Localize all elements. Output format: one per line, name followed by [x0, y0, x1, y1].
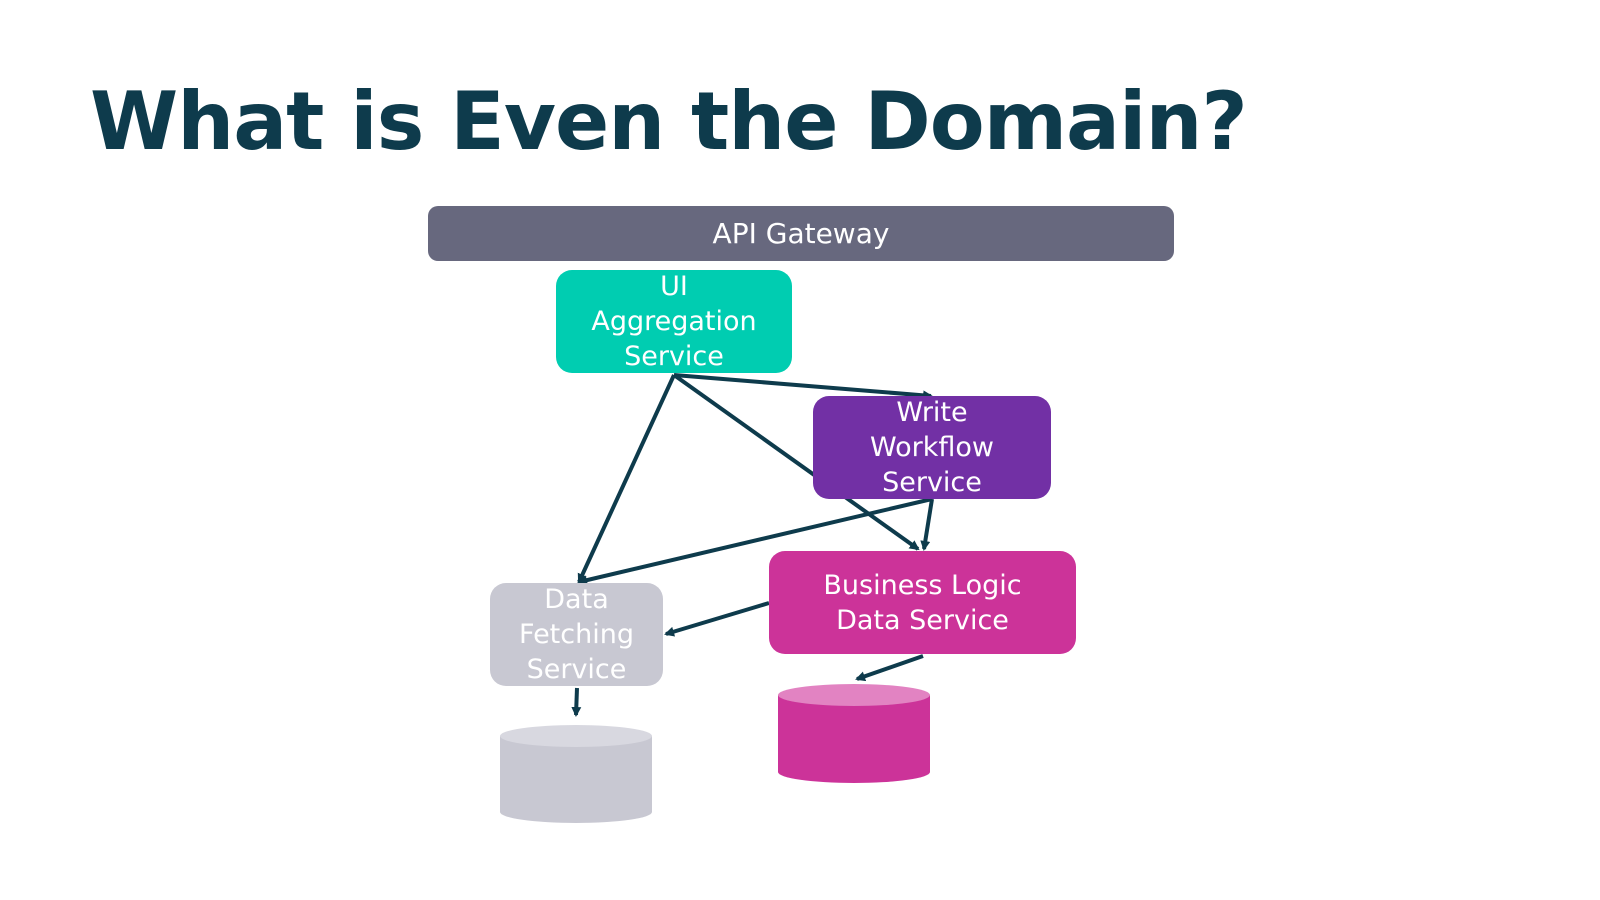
business-logic-database-body	[778, 695, 930, 783]
arrow-business-logic-to-database	[855, 654, 924, 682]
business-logic-database-top	[778, 684, 930, 706]
write-workflow-service-box: Write Workflow Service	[813, 396, 1051, 499]
data-fetching-service-box: Data Fetching Service	[490, 583, 663, 686]
api-gateway-bar: API Gateway	[428, 206, 1174, 261]
business-logic-data-service-box: Business Logic Data Service	[769, 551, 1076, 654]
arrow-business-logic-to-data-fetching	[664, 601, 770, 637]
ui-aggregation-service-box: UI Aggregation Service	[556, 270, 792, 373]
arrow-data-fetching-to-database	[571, 687, 582, 717]
business-logic-database	[778, 684, 930, 783]
data-fetching-database-top	[500, 725, 652, 747]
slide-title: What is Even the Domain?	[90, 75, 1248, 168]
arrow-ui-to-write-workflow	[673, 373, 933, 401]
arrow-ui-to-data-fetching	[577, 374, 676, 584]
arrow-write-workflow-to-business-logic	[920, 498, 934, 551]
data-fetching-database	[500, 725, 652, 823]
data-fetching-database-body	[500, 736, 652, 823]
